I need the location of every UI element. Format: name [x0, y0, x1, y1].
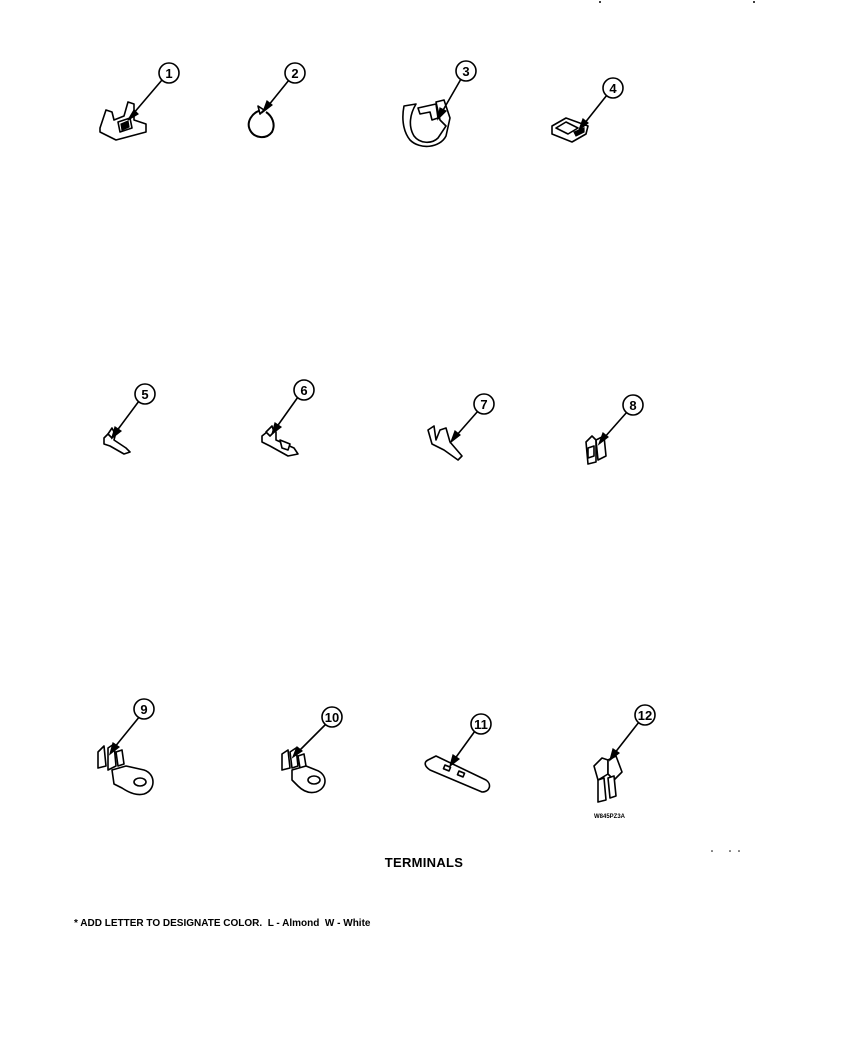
callout-label-7: 7 [480, 397, 487, 412]
callout-8: 8 [597, 394, 644, 446]
callout-7: 7 [449, 393, 495, 444]
callout-6: 6 [270, 379, 315, 436]
callouts: 1 2 3 4 5 [108, 60, 656, 768]
callout-5: 5 [110, 383, 156, 440]
callout-label-6: 6 [300, 383, 307, 398]
part-3-cable-clamp [402, 99, 451, 148]
part-11-bus-bar [424, 755, 491, 793]
callout-3: 3 [437, 60, 477, 121]
callout-10: 10 [291, 706, 343, 759]
callout-label-3: 3 [462, 64, 469, 79]
callout-label-10: 10 [325, 710, 339, 725]
color-note: * ADD LETTER TO DESIGNATE COLOR. L - Alm… [74, 918, 371, 929]
part-7-terminal [427, 425, 463, 461]
drawing-code: W845PZ3A [594, 814, 626, 820]
part-1-clip [99, 101, 147, 141]
callout-12: 12 [608, 704, 656, 762]
callout-label-8: 8 [629, 398, 636, 413]
callout-9: 9 [108, 698, 155, 756]
callout-label-5: 5 [141, 387, 148, 402]
callout-label-2: 2 [291, 66, 298, 81]
part-12-terminal [593, 755, 623, 803]
callout-label-1: 1 [165, 66, 172, 81]
diagram-title: TERMINALS [384, 855, 464, 870]
part-6-terminal [261, 425, 299, 457]
part-10-ring-terminal [281, 747, 326, 794]
scan-marks [599, 1, 755, 852]
callout-label-12: 12 [638, 708, 652, 723]
part-2-ring-clip [247, 105, 275, 138]
callout-label-4: 4 [609, 81, 617, 96]
callout-1: 1 [127, 62, 180, 121]
callout-2: 2 [261, 62, 306, 114]
callout-4: 4 [577, 77, 624, 132]
callout-label-9: 9 [140, 702, 147, 717]
part-4-connector [551, 117, 589, 143]
callout-label-11: 11 [474, 717, 488, 732]
part-9-ring-terminal [97, 743, 154, 796]
callout-11: 11 [448, 713, 492, 768]
part-5-terminal [103, 427, 131, 455]
